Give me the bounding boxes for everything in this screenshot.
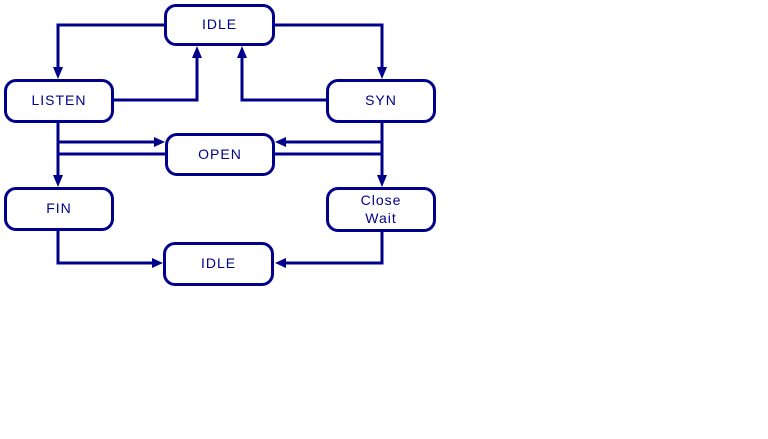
edge-close-wait-to-idle-bottom [285,231,384,265]
state-close-wait-label-line2: Wait [365,209,397,226]
state-idle-top: IDLE [164,4,275,46]
edge-fin-to-idle-bottom [56,230,152,265]
arrowhead-up-into-idle-right-icon [237,46,247,58]
state-listen-label: LISTEN [31,92,87,109]
arrowhead-up-into-idle-left-icon [192,46,202,58]
arrowhead-down-into-fin-icon [53,175,63,187]
state-syn: SYN [326,79,436,123]
state-open: OPEN [165,133,275,176]
state-idle-bottom: IDLE [163,242,274,286]
arrowhead-down-into-listen-icon [53,67,63,79]
state-fin: FIN [4,187,114,231]
state-idle-top-label: IDLE [201,16,238,33]
edge-idle-top-to-syn [274,23,384,67]
arrowhead-left-into-idle-bottom-icon [275,258,286,268]
state-listen: LISTEN [4,79,114,123]
edge-idle-top-to-listen [56,23,165,67]
state-fin-label: FIN [46,200,72,217]
edge-syn-to-idle-top [240,58,328,102]
state-open-label: OPEN [198,145,242,162]
arrowhead-right-into-open-icon [154,137,165,147]
edge-listen-to-idle-top [110,58,199,102]
state-idle-bottom-label: IDLE [200,255,237,272]
state-syn-label: SYN [365,92,397,109]
arrowhead-right-into-idle-bottom-icon [152,258,163,268]
arrowhead-down-into-syn-icon [377,67,387,79]
arrowhead-down-into-close-wait-icon [377,175,387,187]
state-close-wait: Close Wait [326,187,436,232]
arrowhead-left-into-open-icon [275,137,286,147]
state-close-wait-label-line1: Close [360,192,402,208]
